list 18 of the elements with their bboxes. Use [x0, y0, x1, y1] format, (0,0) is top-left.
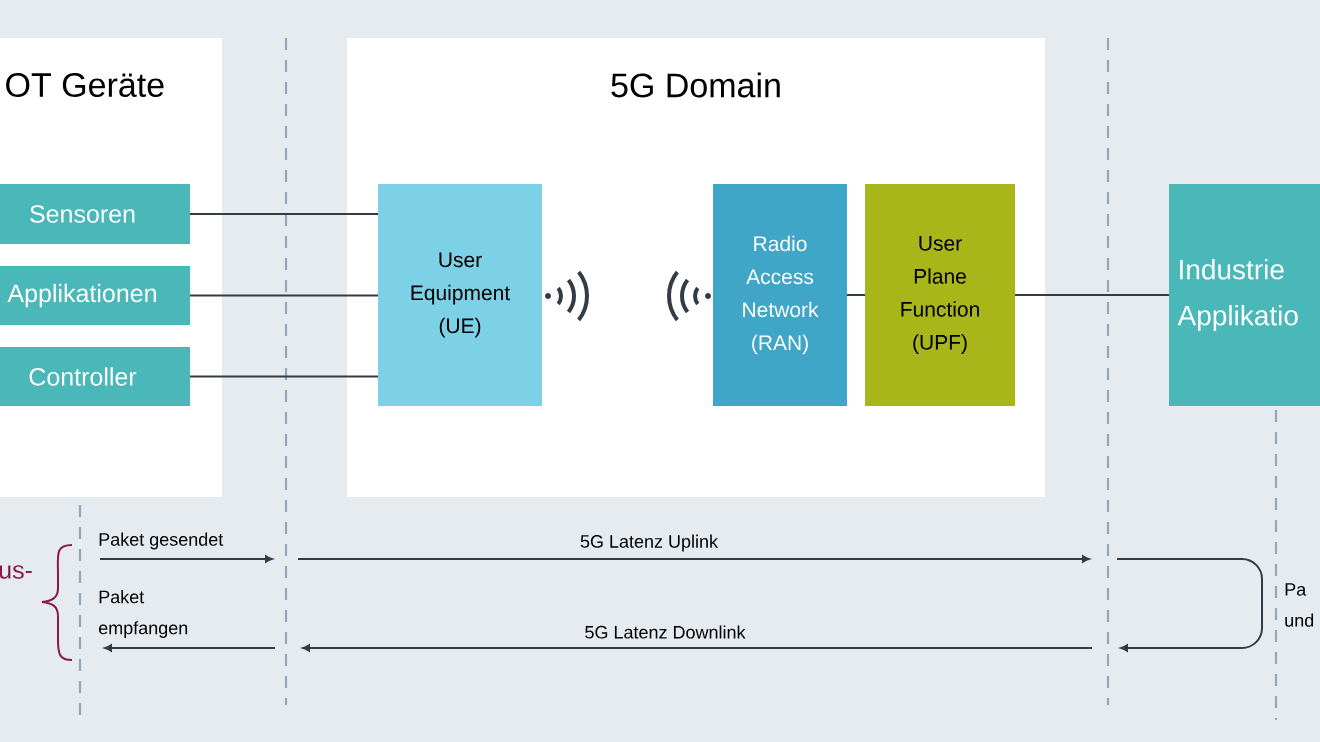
annotation-text: Paket gesendet	[99, 532, 224, 550]
annotation-text: Paket empfangen	[98, 590, 188, 638]
connector-line	[1014, 294, 1170, 296]
function-box: Radio Access Network (RAN)	[713, 184, 847, 406]
function-box: User Equipment (UE)	[378, 184, 542, 406]
function-box: User Plane Function (UPF)	[865, 184, 1015, 406]
device-box: Controller	[0, 347, 190, 406]
connector-line	[189, 294, 379, 297]
annotation-text: us-	[0, 565, 32, 579]
application-box: Industrie Applikatio	[1169, 184, 1320, 406]
annotation-text: 5G Latenz Uplink	[580, 534, 719, 552]
annotation-text: 5G Latenz Downlink	[585, 625, 746, 639]
annotation-text: Pa und	[1285, 583, 1314, 627]
connector-line	[189, 213, 379, 215]
connector-line	[189, 375, 379, 378]
connector-line	[846, 294, 866, 296]
device-box: Sensoren	[0, 184, 190, 244]
device-box: Applikationen	[0, 266, 190, 325]
